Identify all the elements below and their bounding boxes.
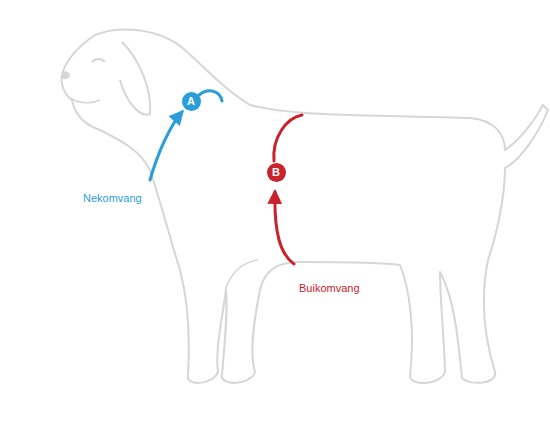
dog-outline bbox=[62, 30, 548, 384]
measure-label: Buikomvang bbox=[298, 282, 361, 294]
callout-circle: A bbox=[182, 92, 201, 111]
dog-elbow bbox=[225, 260, 258, 290]
dog-nose bbox=[61, 71, 70, 79]
belly-measure-arc bbox=[274, 115, 302, 161]
callout-letter: A bbox=[187, 95, 195, 107]
measure-label: Nekomvang bbox=[82, 192, 143, 204]
dog-mouth bbox=[70, 98, 100, 103]
dog-eye bbox=[92, 59, 105, 62]
callout-letter: B bbox=[272, 166, 280, 178]
callout-circle: B bbox=[267, 163, 286, 182]
circle-fill bbox=[267, 163, 286, 182]
dog-ear bbox=[120, 42, 150, 115]
circle-fill bbox=[182, 92, 201, 111]
belly-measure-arrow bbox=[275, 192, 294, 264]
neck-measure-arrow bbox=[150, 112, 182, 180]
neck-measure-arc bbox=[199, 91, 222, 101]
